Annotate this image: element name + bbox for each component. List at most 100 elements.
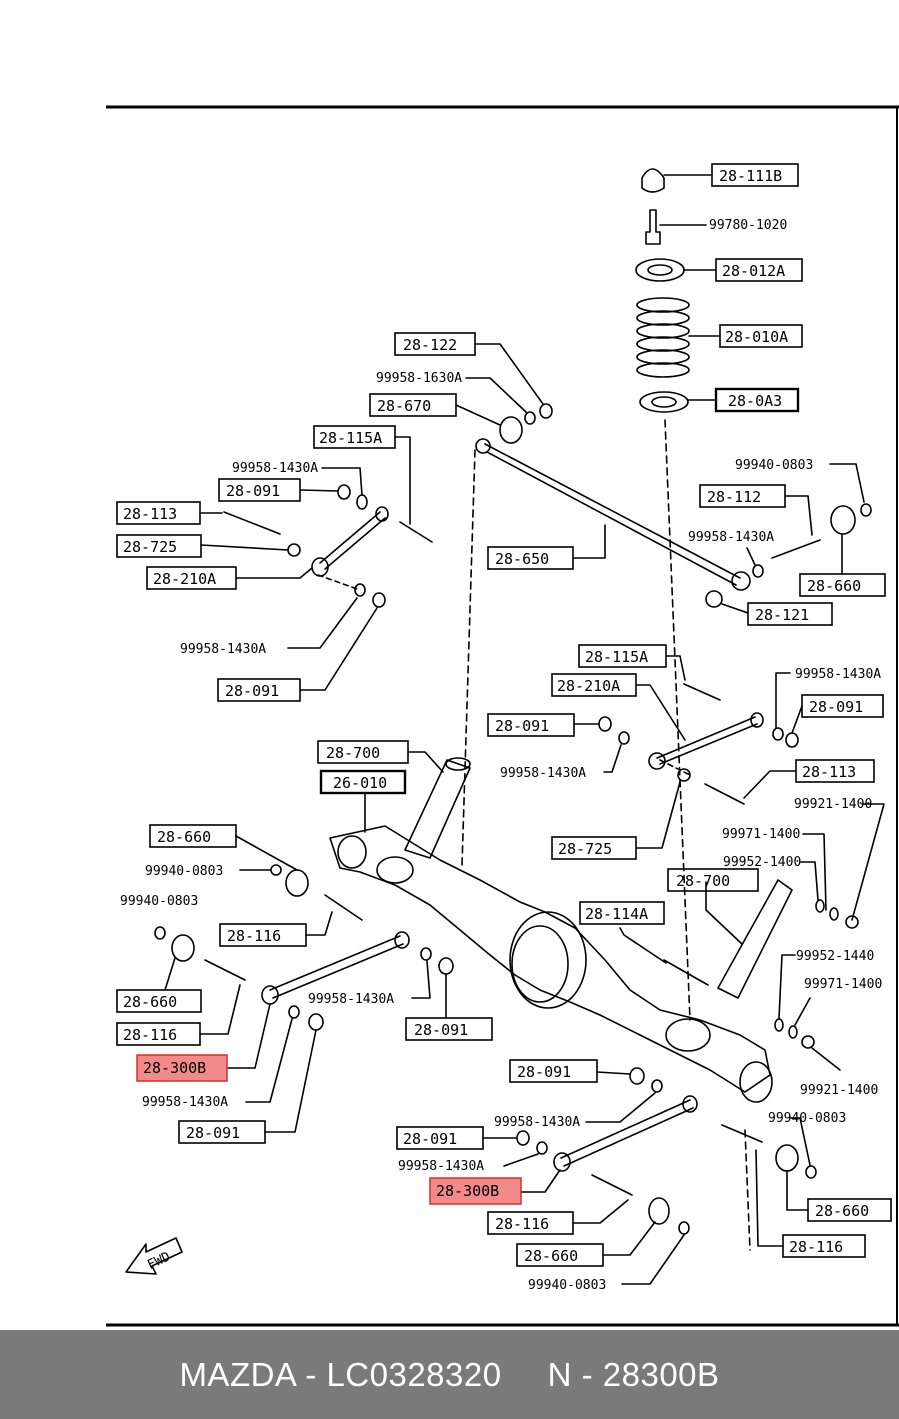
upper-arm-left-bush (311, 557, 329, 577)
box-28-660-c (116, 989, 202, 1013)
lower-arm-a-bush (261, 985, 279, 1005)
label-28-112: 28-112 (707, 488, 761, 506)
bolt-28-116-b (204, 959, 246, 981)
label-28-114A: 28-114A (585, 905, 648, 923)
leader-28-210A-left (235, 567, 313, 579)
upper-arm-left-end (375, 506, 389, 522)
label-99940-0803-b: 99940-0803 (145, 864, 223, 879)
washer-right-c (774, 1018, 784, 1032)
label-28-725-right: 28-725 (558, 840, 612, 858)
nut-28-091-d (598, 716, 612, 732)
leader-28-091-a (299, 489, 339, 492)
lateral-rod-part (484, 443, 741, 579)
label-28-116-b: 28-116 (123, 1026, 177, 1044)
lateral-rod-end-left (475, 438, 491, 454)
leader-1430A-d (775, 672, 791, 729)
box-28-725-right (551, 836, 637, 860)
label-99780-1020: 99780-1020 (709, 218, 787, 233)
leader-1430A-i (503, 1153, 539, 1167)
label-28-300B-a: 28-300B (143, 1059, 206, 1077)
leader-28-112 (784, 495, 813, 536)
label-28-116-a: 28-116 (227, 927, 281, 945)
washer-28-725-right (677, 768, 691, 782)
leader-28-300B-a (227, 1003, 271, 1069)
label-28-091-g: 28-091 (517, 1063, 571, 1081)
label-99921-1400-a: 99921-1400 (794, 797, 872, 812)
label-28-121: 28-121 (755, 606, 809, 624)
leader-28-114A (619, 927, 667, 964)
bolt-28-116-c (591, 1174, 633, 1196)
leader-28-650 (572, 524, 606, 559)
part-number-footer: MAZDA - LC0328320 N - 28300B (0, 1330, 899, 1419)
box-28-115A-mid (578, 644, 667, 668)
box-28-116-d (782, 1234, 866, 1258)
label-99940-0803-c: 99940-0803 (120, 894, 198, 909)
label-99971-1400-a: 99971-1400 (722, 827, 800, 842)
nut-0803-c (154, 926, 166, 940)
label-28-091-e: 28-091 (414, 1021, 468, 1039)
nut-0803-b (270, 864, 282, 876)
box-28-660-b (149, 824, 237, 848)
label-28-122: 28-122 (403, 336, 457, 354)
axle-right-hub (665, 1018, 711, 1052)
box-28-116-a (219, 923, 307, 947)
label-28-700-a: 28-700 (326, 744, 380, 762)
upper-arm-left-edge (324, 517, 386, 570)
assembly-line-arm (317, 574, 361, 591)
bushing-28-670 (499, 416, 523, 444)
box-28-114A (579, 901, 665, 925)
nut-28-091-e (438, 957, 454, 975)
brand-part-number: MAZDA - LC0328320 (179, 1355, 502, 1393)
bolt-28-114A (663, 959, 709, 986)
nut-28-091-g (629, 1067, 645, 1085)
lateral-rod-edge (486, 451, 737, 586)
upper-arm-right-bush (648, 752, 666, 770)
washer-1430A-h (651, 1079, 663, 1093)
leader-99952-1440 (778, 954, 796, 1019)
nut-0803-e (678, 1221, 690, 1235)
label-99952-1400: 99952-1400 (723, 855, 801, 870)
label-fwd: FWD (145, 1249, 173, 1273)
highlight-28-300B-a (136, 1054, 228, 1082)
bolt-115A-mid (683, 683, 721, 701)
leader-28-670 (455, 404, 501, 426)
differential-cover (511, 925, 569, 1003)
lateral-rod-end-right (731, 571, 751, 591)
leader-0803-e (621, 1234, 685, 1285)
bolt-28-113-left (223, 511, 281, 535)
box-28-670 (369, 393, 457, 417)
box-28-010A (719, 324, 803, 348)
brake-right (739, 1061, 773, 1103)
box-28-660-d (516, 1243, 604, 1267)
label-28-091-c: 28-091 (809, 698, 863, 716)
assembly-line-right (744, 1129, 751, 1251)
label-28-650: 28-650 (495, 550, 549, 568)
nut-0803-top (860, 503, 872, 517)
bolt-28-112 (771, 539, 821, 559)
nut-28-091-b (372, 592, 386, 608)
leader-28-116-d (755, 1149, 784, 1247)
leader-1430A-a (321, 467, 363, 496)
bushing-28-660-e (775, 1144, 799, 1172)
leader-28-122 (474, 343, 544, 405)
label-28-012A: 28-012A (722, 262, 785, 280)
assembly-line-lateral (461, 449, 476, 866)
label-28-660-c: 28-660 (123, 993, 177, 1011)
box-28-115A-top (313, 425, 396, 449)
leader-28-116-a (305, 911, 333, 936)
leader-28-091-b (299, 607, 378, 691)
label-28-113-left: 28-113 (123, 505, 177, 523)
upper-arm-left-part (319, 511, 381, 564)
leader-28-091-f (264, 1029, 317, 1133)
label-28-091-b: 28-091 (225, 682, 279, 700)
leader-28-700-a (407, 751, 444, 773)
lower-arm-a-edge (272, 943, 404, 999)
label-99958-1430A-e: 99958-1430A (500, 766, 586, 781)
label-28-115A-top: 28-115A (319, 429, 382, 447)
leader-28-121 (721, 603, 749, 614)
nut-28-091-a (337, 484, 351, 500)
highlight-28-300B-b (429, 1177, 522, 1205)
leader-1430A-b (287, 597, 358, 649)
label-28-010A: 28-010A (725, 328, 788, 346)
lower-arm-a-end (394, 931, 410, 949)
